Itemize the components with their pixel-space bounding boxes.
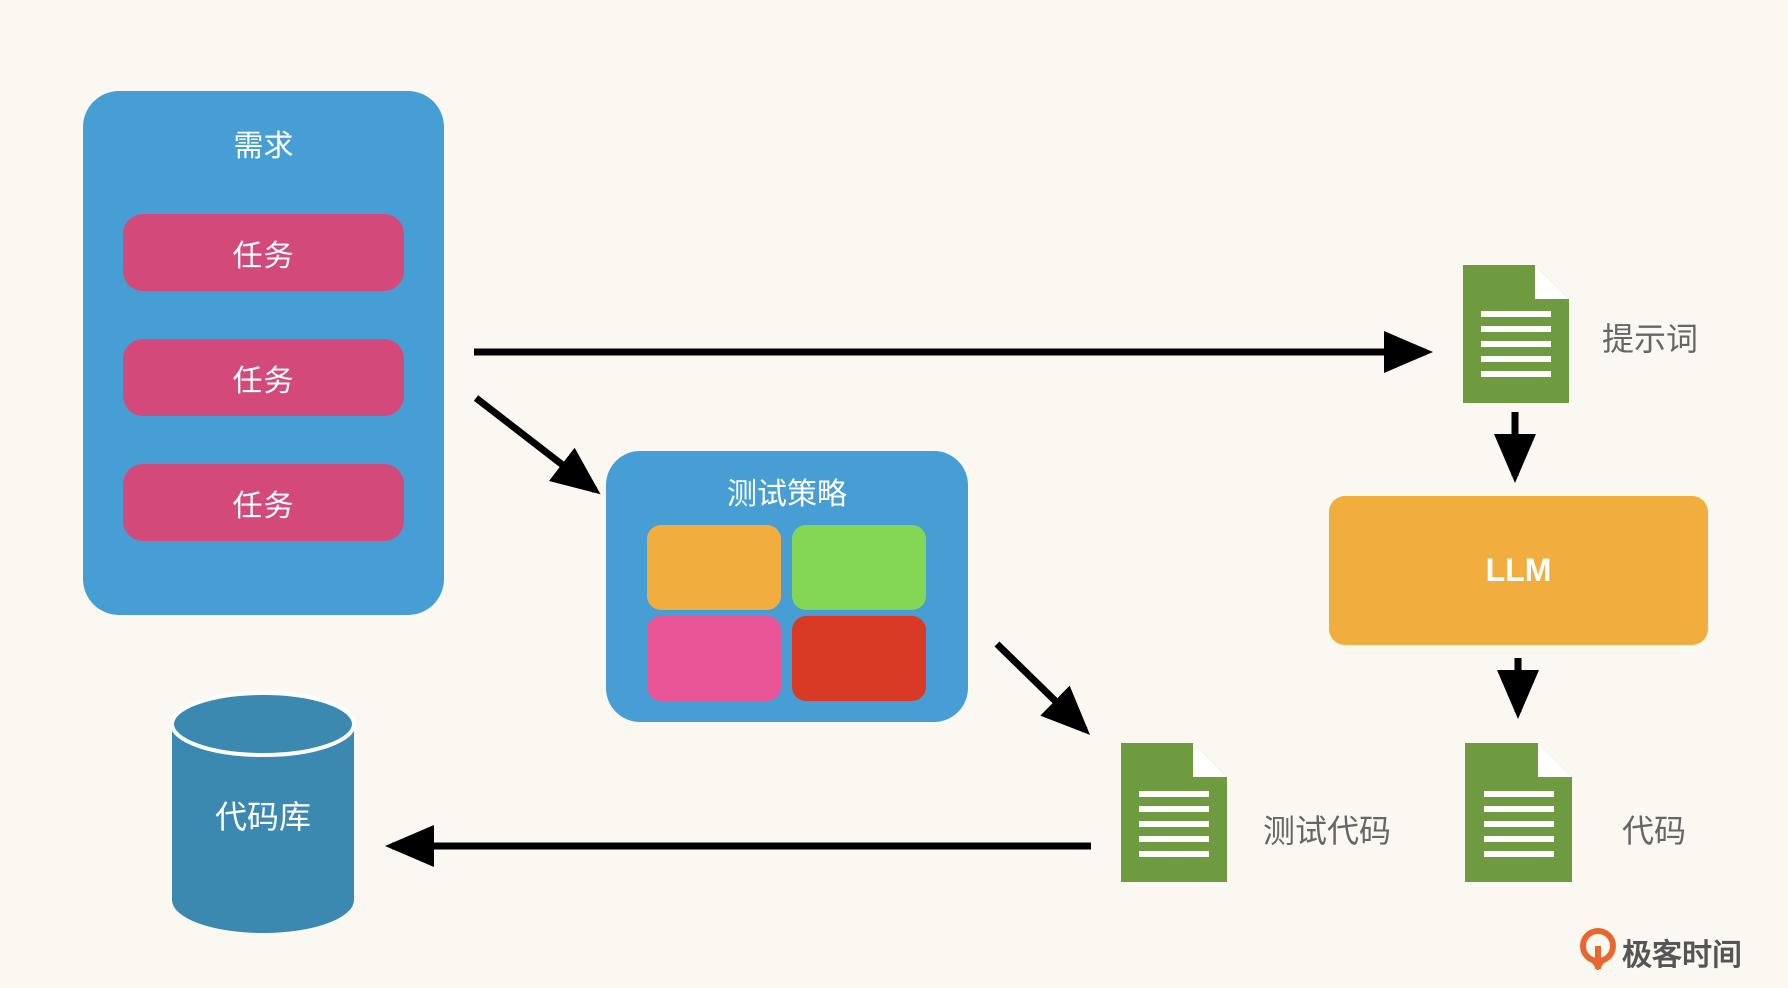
strategy-tile-pink — [647, 616, 781, 701]
arrow-strategy-to-test-code — [994, 641, 1091, 735]
repository-label: 代码库 — [214, 798, 311, 836]
requirements-container: 需求 任务 任务 任务 — [83, 91, 444, 615]
code-label: 代码 — [1622, 812, 1687, 850]
strategy-tile-red — [792, 616, 926, 701]
database-cylinder-icon — [170, 691, 356, 933]
task-item: 任务 — [123, 464, 404, 541]
test-strategy-container: 测试策略 — [606, 451, 968, 722]
code-document-icon — [1465, 743, 1572, 882]
strategy-tile-orange — [647, 525, 781, 610]
llm-box: LLM — [1329, 496, 1708, 645]
llm-label: LLM — [1485, 552, 1552, 588]
task-item: 任务 — [123, 339, 404, 416]
prompt-label: 提示词 — [1602, 320, 1699, 358]
prompt-document-icon — [1463, 265, 1569, 403]
arrow-requirements-to-strategy — [473, 395, 601, 495]
test-strategy-title: 测试策略 — [727, 477, 847, 512]
test-code-label: 测试代码 — [1263, 812, 1392, 850]
test-code-document-icon — [1121, 743, 1227, 882]
geektime-logo-icon — [1580, 928, 1616, 970]
task-item: 任务 — [123, 214, 404, 291]
strategy-tile-green — [792, 525, 926, 610]
logo-text: 极客时间 — [1622, 938, 1742, 973]
requirements-title: 需求 — [233, 129, 294, 164]
